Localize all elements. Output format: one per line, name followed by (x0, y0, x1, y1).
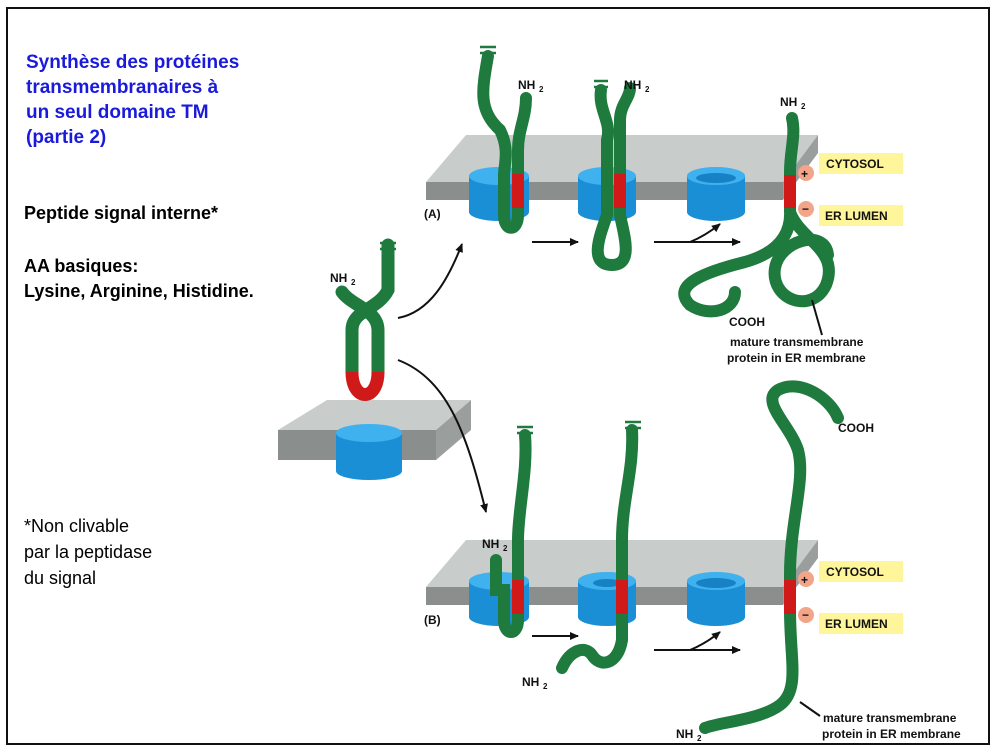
panel-b-cytosol-label: CYTOSOL (826, 565, 884, 579)
svg-text:NH: NH (780, 95, 797, 109)
panel-a-nh2-label-1: NH 2 (518, 78, 544, 94)
panel-b-mature-line-1: mature transmembrane (823, 711, 957, 725)
svg-text:−: − (802, 202, 809, 216)
panel-a-translocon-3 (687, 167, 745, 221)
panel-a-lumen-label: ER LUMEN (825, 209, 888, 223)
svg-text:2: 2 (351, 278, 356, 287)
panel-b-minus-charge: − (798, 607, 814, 623)
panel-b-translocon-3 (687, 572, 745, 626)
svg-text:NH: NH (624, 78, 641, 92)
panel-a-letter: (A) (424, 207, 441, 221)
panel-a-cooh-label: COOH (729, 315, 765, 329)
svg-text:2: 2 (801, 102, 806, 111)
title-line-4: (partie 2) (26, 127, 106, 148)
svg-text:−: − (802, 608, 809, 622)
left-text-panel: Synthèse des protéines transmembranaires… (24, 52, 254, 588)
panel-a-mature-leader (811, 299, 823, 336)
footnote-line-2: par la peptidase (24, 542, 152, 562)
start-membrane (278, 400, 471, 460)
panel-b-letter: (B) (424, 613, 441, 627)
panel-b-mature-leader (799, 701, 821, 717)
start-nh2-label: NH 2 (330, 271, 356, 287)
svg-text:2: 2 (645, 85, 650, 94)
panel-b-protein-1 (490, 425, 533, 638)
panel-b-cooh-label: COOH (838, 421, 874, 435)
panel-b-step-arrow-2-branch (689, 631, 721, 651)
panel-a-protein-2 (591, 79, 636, 272)
aa-list: Lysine, Arginine, Histidine. (24, 281, 254, 301)
svg-text:+: + (801, 573, 808, 587)
footnote-line-1: *Non clivable (24, 516, 129, 536)
panel-b-nh2-label-mature: NH 2 (676, 727, 702, 743)
title-line-1: Synthèse des protéines (26, 52, 239, 73)
start-translocon (336, 424, 402, 480)
panel-b-lumen-bg (819, 613, 903, 634)
panel-b-protein-2 (556, 420, 641, 674)
panel-a-mature-line-2: protein in ER membrane (727, 351, 866, 365)
panel-b-mature-line-2: protein in ER membrane (822, 727, 961, 741)
panel-a-cytosol-bg (819, 153, 903, 174)
arrow-to-panel-a (397, 243, 463, 319)
panel-a-mature-protein (678, 112, 835, 318)
svg-text:NH: NH (482, 537, 499, 551)
svg-text:NH: NH (330, 271, 347, 285)
panel-b-cytosol-bg (819, 561, 903, 582)
svg-text:2: 2 (543, 682, 548, 691)
arrow-to-panel-b (397, 359, 488, 513)
svg-text:2: 2 (539, 85, 544, 94)
panel-a-plus-charge: + (798, 165, 814, 181)
start-protein (335, 238, 396, 401)
panel-b-plus-charge: + (798, 571, 814, 587)
footnote-line-3: du signal (24, 568, 96, 588)
signal-heading: Peptide signal interne* (24, 203, 218, 223)
panel-a-minus-charge: − (798, 201, 814, 217)
panel-a-lumen-bg (819, 205, 903, 226)
title-line-2: transmembranaires à (26, 77, 219, 98)
panel-b-mature-protein (699, 380, 844, 734)
panel-b-nh2-label-1: NH 2 (482, 537, 508, 553)
svg-text:NH: NH (522, 675, 539, 689)
panel-a-protein-1 (477, 45, 532, 234)
title-line-3: un seul domaine TM (26, 102, 209, 123)
panel-b-lumen-label: ER LUMEN (825, 617, 888, 631)
panel-a-nh2-label-mature: NH 2 (780, 95, 806, 111)
svg-text:2: 2 (503, 544, 508, 553)
panel-a-mature-line-1: mature transmembrane (730, 335, 864, 349)
aa-heading: AA basiques: (24, 256, 138, 276)
panel-a-step-arrow-2-branch (689, 223, 721, 243)
panel-a-nh2-label-2: NH 2 (624, 78, 650, 94)
panel-b-nh2-label-2: NH 2 (522, 675, 548, 691)
svg-text:NH: NH (518, 78, 535, 92)
svg-text:2: 2 (697, 734, 702, 743)
panel-a-cytosol-label: CYTOSOL (826, 157, 884, 171)
svg-text:NH: NH (676, 727, 693, 741)
svg-text:+: + (801, 167, 808, 181)
